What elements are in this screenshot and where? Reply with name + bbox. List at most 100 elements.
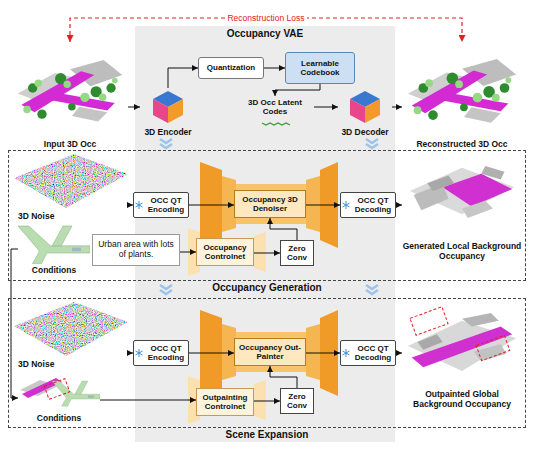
condition-panel: Conditions bbox=[18, 222, 90, 276]
flow-arrow bbox=[11, 249, 18, 398]
flow-arrow bbox=[254, 401, 280, 402]
node-label: OCC QT Encoding bbox=[146, 196, 186, 214]
flow-chevron bbox=[366, 285, 378, 289]
flow-arrow bbox=[128, 107, 140, 108]
text-prompt: Urban area with lots of plants. bbox=[92, 234, 180, 266]
flow-arrow bbox=[270, 366, 297, 388]
node-label: Occupancy Controlnet bbox=[199, 243, 251, 261]
latent-glyph bbox=[262, 123, 290, 125]
occupancy-image bbox=[18, 60, 123, 122]
panel-title: Occupancy VAE bbox=[195, 28, 335, 40]
frozen-icon bbox=[136, 201, 350, 357]
flow-arrow bbox=[275, 84, 320, 96]
node-label: Learnable Codebook bbox=[289, 59, 351, 77]
node-label: OCC QT Encoding bbox=[146, 344, 186, 362]
node-label: OCC QT Decoding bbox=[353, 344, 393, 362]
node-label: Zero Conv bbox=[283, 244, 311, 262]
node-label: 3D Noise bbox=[18, 212, 54, 222]
node-label: OCC QT Decoding bbox=[353, 196, 393, 214]
flow-chevron bbox=[366, 290, 378, 294]
node-label: Occupancy Out-Painter bbox=[237, 343, 303, 361]
process-box: Zero Conv bbox=[280, 388, 314, 414]
condition-image bbox=[52, 381, 100, 406]
process-box: OCC QT Decoding bbox=[340, 340, 396, 366]
flow-chevron bbox=[366, 144, 378, 148]
flow-arrow bbox=[270, 218, 297, 240]
node-label: Conditions bbox=[32, 266, 76, 276]
occupancy-image bbox=[410, 166, 514, 218]
flow-arrow bbox=[254, 253, 280, 254]
node-label: Outpainted Global Background Occupancy bbox=[402, 390, 522, 410]
flow-chevron bbox=[366, 139, 378, 143]
flow-chevron bbox=[160, 139, 172, 143]
node-label: Zero Conv bbox=[283, 392, 311, 410]
condition-image bbox=[18, 226, 90, 264]
node-label: Conditions bbox=[37, 414, 81, 424]
controlnet-box: Outpainting Controlnet bbox=[196, 388, 254, 416]
unet-block bbox=[188, 310, 338, 424]
decoder-block: 3D Decoder bbox=[338, 88, 392, 138]
flow-arrow bbox=[396, 205, 402, 206]
section-title: Occupancy Generation bbox=[9, 282, 525, 294]
flow-arrow bbox=[314, 107, 338, 108]
node-label: Occupancy 3D Denoiser bbox=[237, 195, 303, 213]
encoder-decoder-icon bbox=[153, 91, 380, 123]
flow-arrow bbox=[392, 107, 402, 108]
occupancy-image bbox=[476, 335, 510, 360]
node-label: Generated Local Background Occupancy bbox=[402, 242, 522, 262]
section-title: Scene Expansion bbox=[9, 429, 525, 441]
node-label: 3D Occ Latent Codes bbox=[237, 98, 313, 116]
noise-panel: 3D Noise bbox=[14, 154, 128, 222]
flow-arrow bbox=[396, 353, 402, 354]
occupancy-image bbox=[410, 307, 448, 336]
flow-arrow bbox=[189, 353, 234, 354]
encoder-block: 3D Encoder bbox=[140, 88, 196, 138]
process-box: OCC QT Encoding bbox=[133, 192, 189, 218]
latent-block: 3D Occ Latent Codes bbox=[236, 96, 314, 118]
flow-arrow bbox=[306, 205, 340, 206]
flow-chevron bbox=[160, 290, 172, 294]
flow-arrow bbox=[100, 400, 196, 401]
noise-image bbox=[10, 298, 132, 360]
flow-chevron bbox=[160, 285, 172, 289]
flow-arrow bbox=[168, 68, 198, 88]
codebook-box: Learnable Codebook bbox=[285, 52, 355, 84]
denoiser-box: Occupancy 3D Denoiser bbox=[234, 190, 306, 218]
condition-panel: Conditions bbox=[18, 372, 100, 424]
unet-block bbox=[188, 162, 338, 276]
image-panel: Generated Local Background Occupancy bbox=[402, 154, 522, 262]
node-label: 3D Encoder bbox=[144, 128, 191, 138]
section-box: Scene Expansion3D NoiseConditionsOCC QT … bbox=[8, 298, 526, 428]
node-label: Reconstructed 3D Occ bbox=[416, 140, 507, 150]
node-label: Outpainting Controlnet bbox=[199, 393, 251, 411]
image-panel: Outpainted Global Background Occupancy bbox=[402, 302, 522, 410]
process-box: OCC QT Decoding bbox=[340, 192, 396, 218]
flow-arrow bbox=[264, 68, 285, 69]
process-box: OCC QT Encoding bbox=[133, 340, 189, 366]
flow-arrow bbox=[189, 205, 234, 206]
encoder-decoder-icon bbox=[153, 91, 183, 123]
flow-arrow bbox=[306, 353, 340, 354]
section-box: Occupancy Generation3D NoiseConditionsOC… bbox=[8, 150, 526, 281]
flow-chevron bbox=[160, 144, 172, 148]
node-label: 3D Decoder bbox=[341, 128, 388, 138]
edge-label: Reconstruction Loss bbox=[225, 13, 306, 23]
image-panel: Input 3D Occ bbox=[12, 42, 128, 150]
encoder-decoder-icon bbox=[350, 91, 380, 123]
node-label: Input 3D Occ bbox=[44, 140, 96, 150]
flow-arrow bbox=[180, 252, 196, 253]
condition-image bbox=[18, 226, 100, 406]
controlnet-box: Occupancy Controlnet bbox=[196, 238, 254, 266]
process-box: Zero Conv bbox=[280, 240, 314, 266]
noise-image bbox=[10, 150, 132, 212]
process-box: Quantization bbox=[198, 57, 264, 79]
occupancy-image bbox=[408, 59, 516, 123]
node-label: 3D Noise bbox=[18, 360, 54, 370]
noise-panel: 3D Noise bbox=[14, 302, 128, 370]
node-label: Quantization bbox=[207, 63, 255, 72]
denoiser-box: Occupancy Out-Painter bbox=[234, 338, 306, 366]
condition-image bbox=[44, 379, 69, 400]
